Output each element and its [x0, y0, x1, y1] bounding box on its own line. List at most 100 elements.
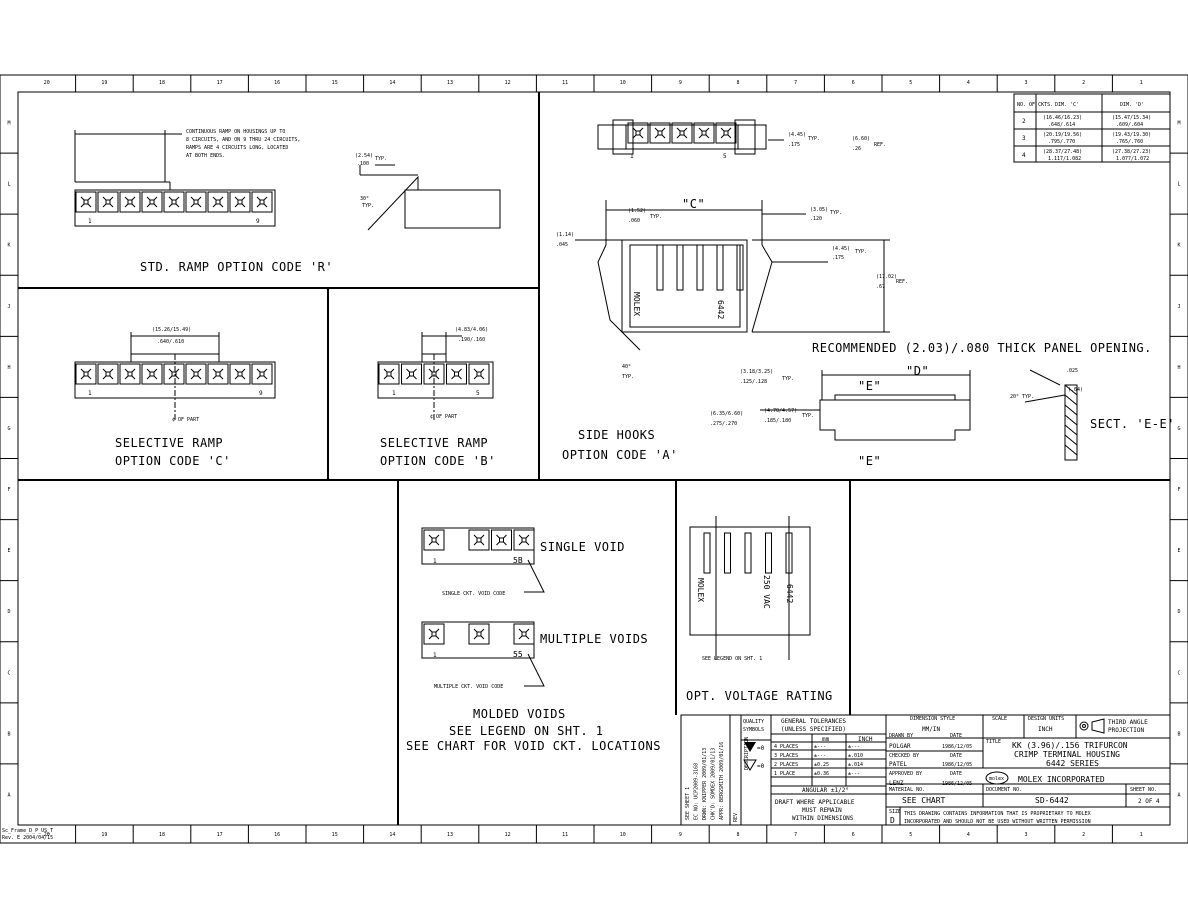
zone-left-H: H	[7, 365, 10, 371]
sh-dim-445-typ: TYP.	[855, 249, 867, 255]
cavity-icon	[468, 623, 490, 645]
zone-right-J: J	[1177, 304, 1180, 310]
zone-top-6: 6	[852, 80, 855, 86]
tb-dim-style-label: DIMENSION STYLE	[910, 716, 955, 722]
sec-e-label-bottom: "E"	[858, 454, 881, 468]
sh-dim-left-typ: TYP.	[650, 214, 662, 220]
table-row-c-in: .648/.614	[1048, 122, 1075, 128]
tb-draft-3: WITHIN DIMENSIONS	[792, 815, 854, 822]
tb-rev-label: REV	[733, 813, 739, 822]
tb-size: D	[890, 816, 895, 825]
voids-title-3: SEE CHART FOR VOID CKT. LOCATIONS	[406, 739, 661, 753]
zone-right-F: F	[1177, 487, 1180, 493]
cavity-icon	[446, 363, 467, 385]
sh-panel-note: RECOMMENDED (2.03)/.080 THICK PANEL OPEN…	[812, 341, 1152, 355]
sh-dim-305-typ: TYP.	[830, 210, 842, 216]
cavity-icon	[649, 122, 671, 144]
void-single-caption: SINGLE CKT. VOID CODE	[442, 591, 505, 597]
tb-document-label: DOCUMENT NO.	[986, 787, 1022, 793]
tb-gen-tol-1: GENERAL TOLERANCES	[781, 718, 846, 725]
tb-design-units: INCH	[1038, 726, 1053, 733]
side-hooks-view: 1 5 (4.45) .175 TYP. (6.60) .26 REF. "C"…	[556, 119, 1152, 462]
tb-quality-1: QUALITY	[743, 719, 764, 725]
zone-left-G: G	[7, 426, 10, 432]
zone-top-17: 17	[217, 80, 223, 86]
table-row-c-in: .795/.770	[1048, 139, 1075, 145]
tb-material-label: MATERIAL NO.	[889, 787, 925, 793]
sh-dim-445-b: .175	[832, 255, 844, 261]
table-header-c: DIM. 'C'	[1055, 102, 1079, 108]
sh-pin-first: 1	[630, 153, 634, 160]
tol-row-mm: ±0.25	[814, 762, 829, 768]
cavity-icon	[468, 529, 490, 551]
sec-dim3-b: .275/.270	[710, 421, 737, 427]
sh-angle: 40°	[622, 364, 631, 370]
selb-pin-first: 1	[392, 390, 396, 397]
cavity-icon	[97, 363, 119, 385]
zone-bottom-11: 11	[562, 832, 568, 838]
tb-approved-by-label: APPROVED BY	[889, 771, 922, 777]
zone-right-L: L	[1177, 182, 1180, 188]
sh-pin-mid: 5	[723, 153, 727, 160]
zone-top-18: 18	[159, 80, 165, 86]
zone-left-J: J	[7, 304, 10, 310]
sec-d-label: "D"	[906, 364, 929, 378]
cavity-icon	[229, 363, 251, 385]
zone-right-M: M	[1177, 121, 1180, 127]
table-row-c-mm: (16.46/16.23)	[1043, 115, 1082, 121]
sec-dim3-a: (6.35/6.60)	[710, 411, 743, 417]
zone-bottom-19: 19	[101, 832, 107, 838]
selb-title-2: OPTION CODE 'B'	[380, 454, 496, 468]
zone-top-10: 10	[620, 80, 626, 86]
revision-line: APPR: BERGSMITH 2009/01/16	[719, 742, 725, 820]
zone-bottom-6: 6	[852, 832, 855, 838]
tb-quality-sym2: =0	[757, 763, 765, 770]
zone-top-7: 7	[794, 80, 797, 86]
terminal-slot	[656, 244, 664, 291]
sh-dim-17-b: .67	[876, 284, 885, 290]
std-pin-last: 9	[256, 218, 260, 225]
zone-bottom-5: 5	[909, 832, 912, 838]
tb-proprietary-2: INCORPORATED AND SHOULD NOT BE USED WITH…	[904, 819, 1091, 825]
tb-approved-date-label: DATE	[950, 771, 962, 777]
zone-bottom-7: 7	[794, 832, 797, 838]
sh-ref-b: .26	[852, 146, 861, 152]
cavity-icon	[251, 363, 273, 385]
tb-title-3: 6442 SERIES	[1046, 759, 1099, 768]
tb-angular: ANGULAR ±1/2°	[802, 787, 849, 794]
tol-row-places: 4 PLACES	[774, 744, 798, 750]
cavity-icon	[185, 363, 207, 385]
panel-section-view: "D" "E" "E" (3.18/3.25) .125/.128 TYP. (…	[710, 364, 1174, 468]
void-multi-code: 55	[513, 650, 523, 659]
zone-bottom-17: 17	[217, 832, 223, 838]
zone-bottom-20: 20	[44, 832, 50, 838]
zone-bottom-8: 8	[736, 832, 739, 838]
sh-c-label: "C"	[682, 197, 705, 211]
terminal-slot	[724, 532, 731, 574]
cavity-icon	[693, 122, 715, 144]
zone-bottom-18: 18	[159, 832, 165, 838]
cavity-icon	[513, 623, 535, 645]
tb-design-units-label: DESIGN UNITS	[1028, 716, 1064, 722]
cavity-icon	[141, 191, 163, 213]
tb-title-2: CRIMP TERMINAL HOUSING	[1014, 750, 1120, 759]
tol-row-places: 1 PLACE	[774, 771, 795, 777]
zone-top-9: 9	[679, 80, 682, 86]
zone-left-D: D	[7, 609, 10, 615]
table-row-ckts: 4	[1022, 152, 1026, 159]
zone-bottom-9: 9	[679, 832, 682, 838]
tb-scale-label: SCALE	[992, 716, 1007, 722]
zone-bottom-3: 3	[1024, 832, 1027, 838]
tb-proprietary-1: THIS DRAWING CONTAINS INFORMATION THAT I…	[904, 811, 1091, 817]
std-angle: 30°	[360, 196, 369, 202]
tol-row-inch: ±---	[848, 744, 860, 750]
sh-angle-typ: TYP.	[622, 374, 634, 380]
frame-ref-1: Sc_Frame_D_P_US_T	[2, 828, 53, 834]
tb-gen-tol-2: (UNLESS SPECIFIED)	[781, 726, 846, 733]
zone-right-B: B	[1177, 731, 1180, 737]
selective-b-view: 1 5 (4.83/4.06) .190/.160 ¢ OF PART SELE…	[377, 327, 496, 468]
selb-dim-b: .190/.160	[458, 337, 485, 343]
zone-bottom-14: 14	[389, 832, 395, 838]
